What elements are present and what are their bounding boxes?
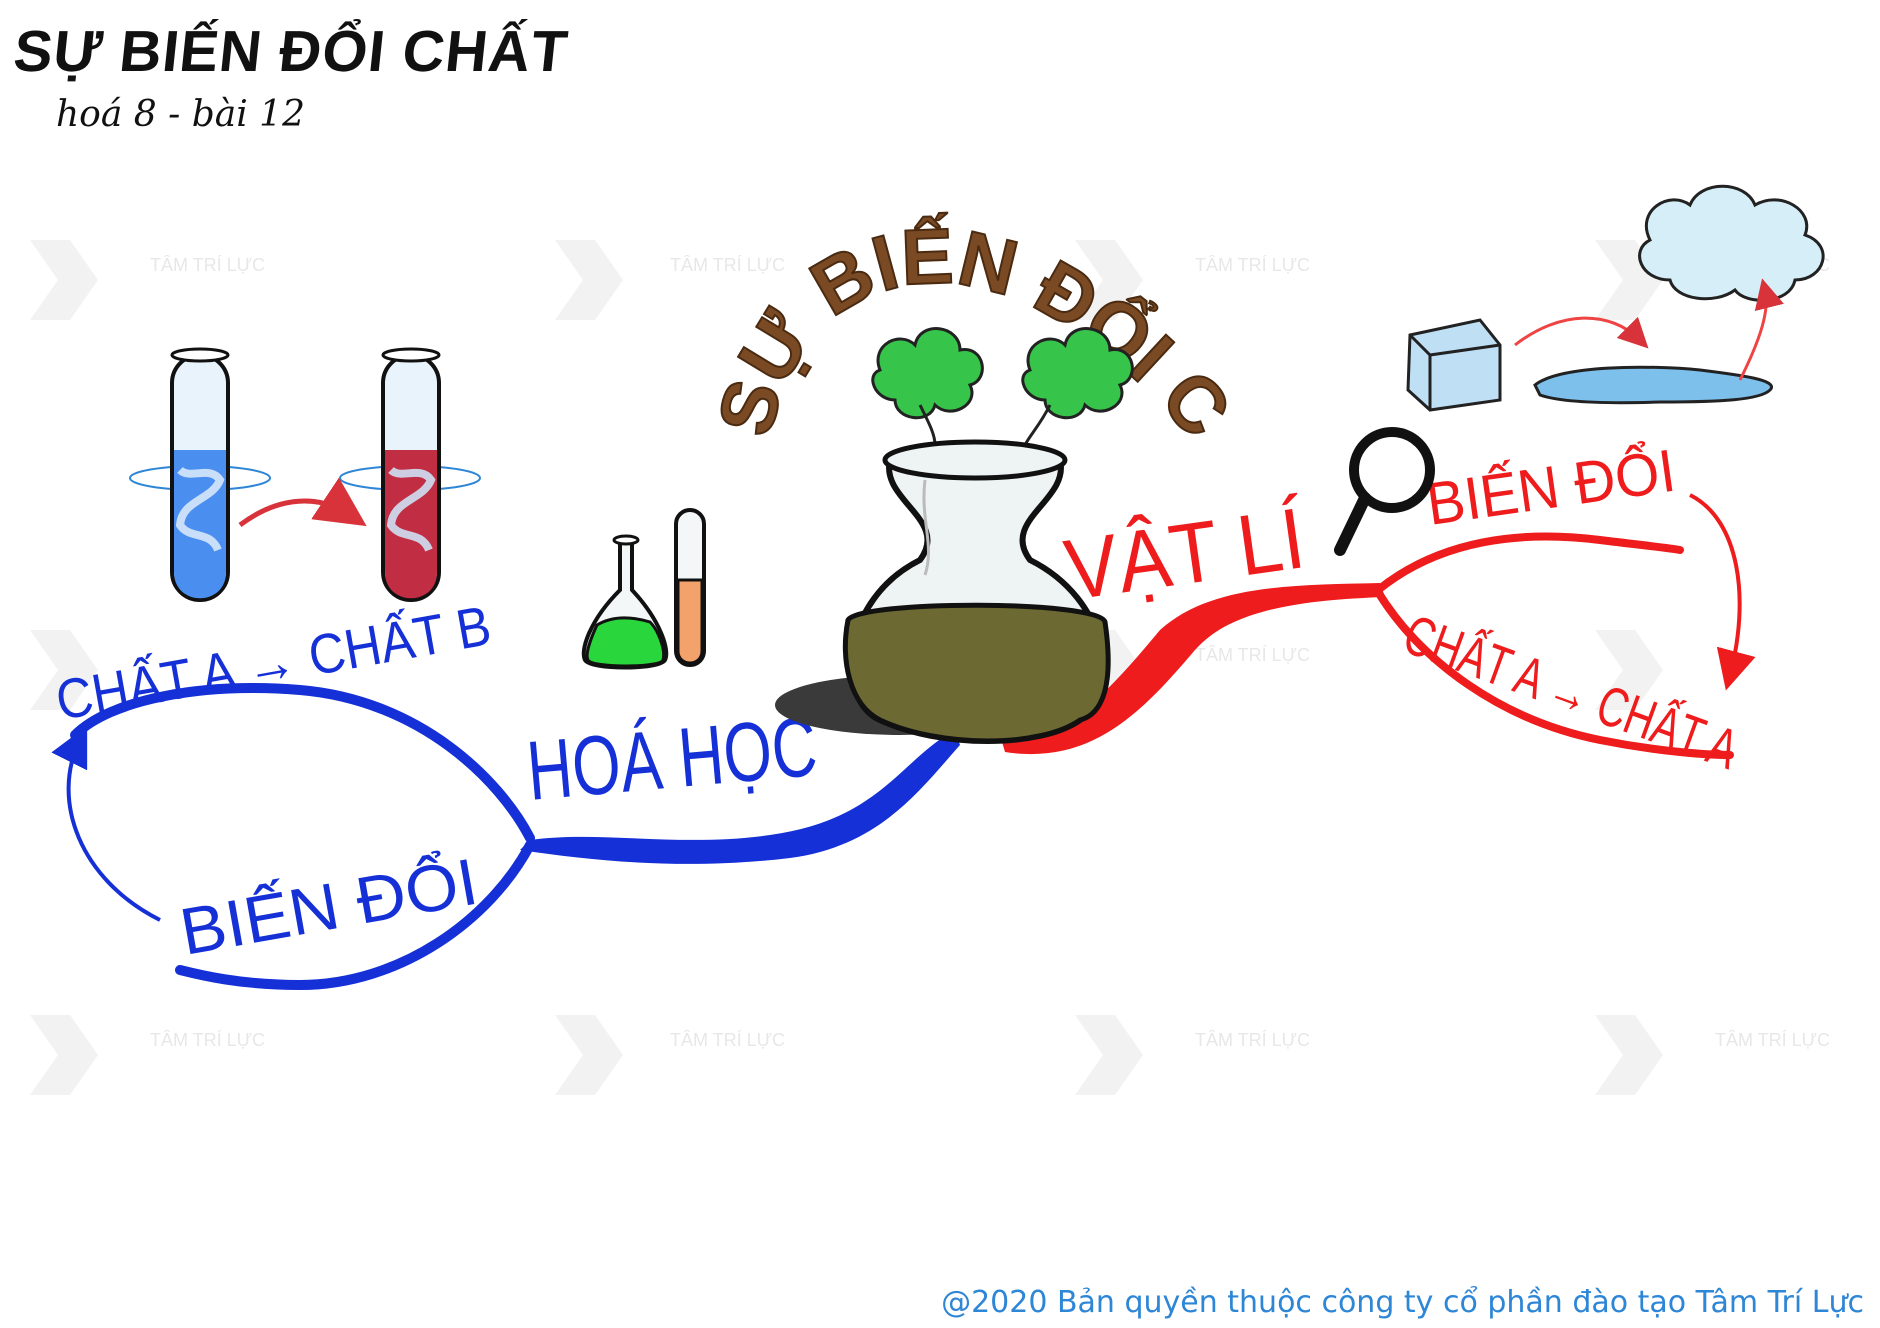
beaker-icon [775, 439, 1111, 744]
flask-icon [581, 534, 669, 670]
watermark: TÂM TRÍ LỰC [1195, 645, 1310, 666]
watermark: TÂM TRÍ LỰC [150, 1030, 265, 1051]
test-tube-icon [674, 508, 706, 667]
watermark: TÂM TRÍ LỰC [150, 255, 265, 276]
watermark: TÂM TRÍ LỰC [1195, 255, 1310, 276]
watermark: TÂM TRÍ LỰC [1715, 1030, 1830, 1051]
cloud-arrow [1738, 278, 1784, 381]
watermark-text: TÂM TRÍ LỰC [670, 1030, 786, 1050]
copyright-footer: @2020 Bản quyền thuộc công ty cổ phần đà… [941, 1285, 1864, 1320]
watermark-text: TÂM TRÍ LỰC [670, 255, 786, 275]
watermark: TÂM TRÍ LỰC [670, 255, 785, 276]
tube-arrow [238, 477, 367, 528]
chemical-sub2: BIẾN ĐỔI [175, 844, 483, 969]
physical-sub1: BIẾN ĐỔI [1422, 437, 1679, 538]
physical-sub2: CHẤT A → CHẤT A [1396, 602, 1747, 781]
chemical-sub1: CHẤT A → CHẤT B [51, 593, 495, 731]
watermark: TÂM TRÍ LỰC [1195, 1030, 1310, 1051]
watermark-logos [30, 240, 1663, 1095]
branch-chemical [51, 683, 960, 991]
watermark-text: TÂM TRÍ LỰC [1715, 1030, 1831, 1050]
watermark-text: TÂM TRÍ LỰC [1195, 645, 1311, 665]
smoke-icon [871, 327, 1134, 446]
ice-arrow [1514, 316, 1649, 349]
watermark-text: TÂM TRÍ LỰC [150, 1030, 266, 1050]
watermark: TÂM TRÍ LỰC [670, 1030, 785, 1051]
puddle-icon [1533, 365, 1774, 405]
test-tube-icon [339, 347, 481, 602]
ice-cube-icon [1406, 318, 1502, 412]
test-tube-icon [129, 347, 271, 602]
watermark-text: TÂM TRÍ LỰC [1195, 1030, 1311, 1050]
magnifier-icon [1334, 427, 1435, 556]
chemical-label: HOÁ HỌC [523, 699, 820, 818]
watermark-text: TÂM TRÍ LỰC [1195, 255, 1311, 275]
cloud-icon [1638, 184, 1825, 302]
page-subtitle: hoá 8 - bài 12 [56, 94, 305, 135]
watermark-text: TÂM TRÍ LỰC [150, 255, 266, 275]
